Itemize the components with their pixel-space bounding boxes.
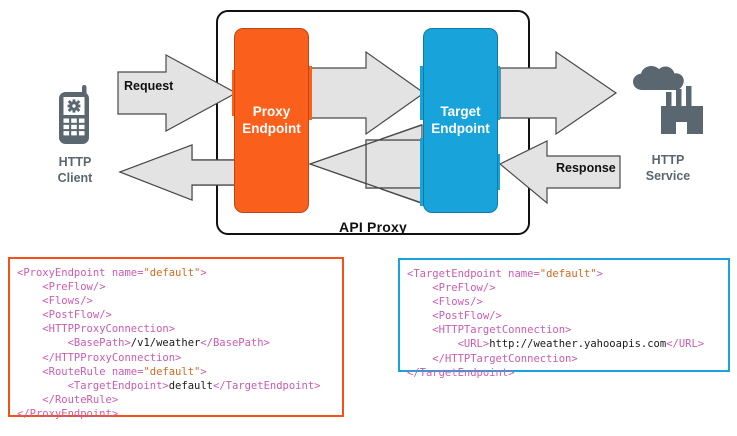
code-token-tx xyxy=(17,323,42,335)
code-token-av: "default" xyxy=(539,268,597,280)
code-token-tx xyxy=(17,337,68,349)
code-token-tx xyxy=(407,310,432,322)
code-line: <PostFlow/> xyxy=(407,309,728,323)
code-token-tx xyxy=(17,380,68,392)
code-line: <PreFlow/> xyxy=(17,280,342,294)
api-proxy-label: API Proxy xyxy=(339,219,407,235)
code-token-tg: <Flows/> xyxy=(432,296,483,309)
http-service-label-line1: HTTP xyxy=(651,153,685,167)
code-line: <HTTPProxyConnection> xyxy=(17,322,342,336)
code-line: </HTTPProxyConnection> xyxy=(17,351,342,365)
code-token-tg: <BasePath> xyxy=(67,337,131,350)
code-line: </ProxyEndpoint> xyxy=(17,407,342,421)
code-token-at: name= xyxy=(111,365,144,378)
http-client-node: HTTP Client xyxy=(42,84,108,186)
code-token-tx xyxy=(17,309,42,321)
code-line: <Flows/> xyxy=(17,294,342,308)
code-token-tg: <HTTPTargetConnection> xyxy=(432,324,572,337)
code-line: <ProxyEndpoint name="default"> xyxy=(17,266,342,280)
code-token-tg: <TargetEndpoint> xyxy=(67,379,169,392)
code-line: <RouteRule name="default"> xyxy=(17,365,342,379)
code-token-tg: > xyxy=(200,365,207,378)
http-service-label-line2: Service xyxy=(645,168,691,183)
proxy-endpoint-code-panel[interactable]: <ProxyEndpoint name="default"> <PreFlow/… xyxy=(8,257,344,420)
code-line: <URL>http://weather.yahooapis.com</URL> xyxy=(407,337,728,351)
proxy-endpoint-label-line1: Proxy xyxy=(252,104,291,120)
code-line: <HTTPTargetConnection> xyxy=(407,323,728,337)
code-line: <TargetEndpoint name="default"> xyxy=(407,267,728,281)
code-token-tg: <RouteRule xyxy=(42,365,112,378)
code-line: </TargetEndpoint> xyxy=(407,366,728,380)
code-token-tg: <PreFlow/> xyxy=(432,282,496,295)
code-line: <PreFlow/> xyxy=(407,281,728,295)
response-label: Response xyxy=(556,161,616,175)
mobile-phone-gear-icon xyxy=(59,85,89,144)
proxy-endpoint-label-line2: Endpoint xyxy=(242,120,301,136)
target-endpoint-box[interactable]: Target Endpoint xyxy=(423,28,498,213)
code-token-tg: </TargetEndpoint> xyxy=(213,379,321,392)
request-label: Request xyxy=(124,79,174,93)
code-token-tx xyxy=(17,281,42,293)
code-line: <BasePath>/v1/weather</BasePath> xyxy=(17,336,342,350)
http-client-label-line1: HTTP xyxy=(58,155,92,169)
code-token-tg: </ProxyEndpoint> xyxy=(17,407,119,420)
code-token-tx xyxy=(407,338,458,350)
proxy-endpoint-box[interactable]: Proxy Endpoint xyxy=(234,28,309,213)
code-token-tx xyxy=(17,394,42,406)
code-token-tg: <Flows/> xyxy=(42,295,93,308)
code-token-tg: <HTTPProxyConnection> xyxy=(42,323,176,336)
code-token-tg: <PreFlow/> xyxy=(42,281,106,294)
target-endpoint-code-panel[interactable]: <TargetEndpoint name="default"> <PreFlow… xyxy=(398,258,730,379)
code-token-tx xyxy=(407,282,432,294)
code-token-av: "default" xyxy=(143,267,201,279)
target-endpoint-label-line1: Target xyxy=(440,104,481,120)
code-token-tx xyxy=(17,352,42,364)
code-token-tx xyxy=(407,353,432,365)
target-endpoint-label-line2: Endpoint xyxy=(431,120,490,136)
http-client-label: HTTP Client xyxy=(42,155,108,186)
code-token-tg: </HTTPProxyConnection> xyxy=(42,351,182,364)
code-token-tg: </URL> xyxy=(666,338,705,351)
code-token-tx xyxy=(407,324,432,336)
code-token-tg: </TargetEndpoint> xyxy=(407,366,515,379)
code-token-tg: </BasePath> xyxy=(200,337,270,350)
code-line: </HTTPTargetConnection> xyxy=(407,352,728,366)
code-token-tg: > xyxy=(200,267,207,279)
code-line: <TargetEndpoint>default</TargetEndpoint> xyxy=(17,379,342,393)
code-token-tg: <TargetEndpoint xyxy=(407,268,509,280)
code-token-tg: <ProxyEndpoint xyxy=(17,267,112,279)
code-token-tg: <PostFlow/> xyxy=(432,310,502,323)
code-token-tx xyxy=(17,295,42,307)
factory-cloud-icon xyxy=(633,66,703,134)
code-token-tx: http://weather.yahooapis.com xyxy=(489,338,667,351)
code-token-tx: /v1/weather xyxy=(130,337,201,350)
code-token-tg: > xyxy=(596,268,603,280)
code-token-tx: default xyxy=(168,379,213,392)
code-token-at: name= xyxy=(111,267,144,279)
code-line: </RouteRule> xyxy=(17,393,342,407)
code-token-at: name= xyxy=(508,268,540,280)
code-token-tg: <URL> xyxy=(457,338,490,351)
http-service-node: HTTP Service xyxy=(620,62,716,184)
code-token-tg: <PostFlow/> xyxy=(42,309,112,322)
code-token-tx xyxy=(407,296,432,308)
code-token-av: "default" xyxy=(143,365,201,378)
code-line: <PostFlow/> xyxy=(17,308,342,322)
http-service-label: HTTP Service xyxy=(620,153,716,184)
code-line: <Flows/> xyxy=(407,295,728,309)
code-token-tg: </RouteRule> xyxy=(42,393,119,406)
code-token-tx xyxy=(17,366,42,378)
http-client-label-line2: Client xyxy=(57,170,93,185)
code-token-tg: </HTTPTargetConnection> xyxy=(432,352,578,365)
